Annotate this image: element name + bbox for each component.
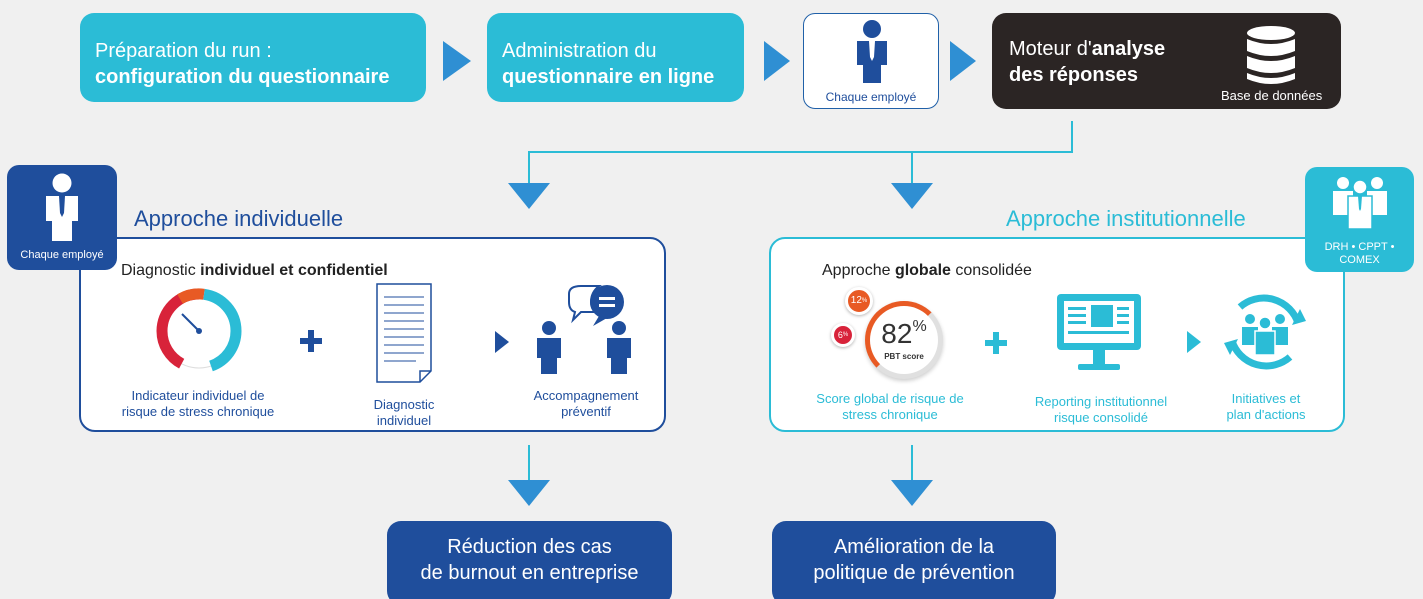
institutional-panel: Approche globale consolidée 82% PBT scor…: [769, 237, 1345, 432]
arrow-right-icon: [495, 331, 509, 353]
database-label: Base de données: [1221, 88, 1323, 103]
institutional-item3-line1: Initiatives et: [1231, 391, 1301, 406]
institutional-item2-caption: Reporting institutionnel risque consolid…: [1011, 394, 1191, 426]
person-icon: [857, 20, 887, 83]
outcome-prevention-policy: Amélioration de la politique de préventi…: [772, 521, 1056, 599]
arrow-down-icon: [891, 480, 933, 506]
score-ring: 82% PBT score: [865, 301, 943, 379]
arrow-right-icon: [764, 41, 790, 81]
individual-item1-caption: Indicateur individuel de risque de stres…: [103, 388, 293, 420]
individual-item2-line2: individuel: [376, 413, 432, 428]
institutional-item1-caption: Score global de risque de stress chroniq…: [795, 391, 985, 423]
bubble1-value: 12: [850, 295, 862, 306]
individual-item3-line2: préventif: [561, 404, 611, 419]
institutional-title: Approche institutionnelle: [1006, 206, 1246, 231]
score-bubble-12: 12%: [845, 287, 873, 315]
institutional-subtitle-prefix: Approche: [822, 262, 895, 279]
individual-badge-label: Chaque employé: [20, 249, 104, 261]
conversation-icon: [537, 285, 631, 374]
individual-title: Approche individuelle: [134, 206, 344, 231]
document-icon: [376, 283, 432, 383]
institutional-item1-line2: stress chronique: [842, 407, 938, 422]
outcome-left-line1: Réduction des cas: [447, 536, 612, 558]
bubble1-unit: %: [861, 298, 868, 304]
connector: [1071, 121, 1073, 152]
employee-step-box: Chaque employé: [803, 13, 939, 109]
institutional-item1-line1: Score global de risque de: [816, 391, 964, 406]
institutional-subtitle-bold: globale: [894, 262, 951, 279]
institutional-badge-line2: COMEX: [1339, 254, 1380, 266]
engine-line1: Moteur d'analyse: [1009, 36, 1341, 62]
connector: [911, 151, 913, 183]
arrow-right-icon: [950, 41, 976, 81]
connector: [528, 151, 1073, 153]
step-administration: Administration du questionnaire en ligne: [487, 13, 744, 102]
step-preparation-line2: configuration du questionnaire: [95, 66, 390, 88]
individual-subtitle-prefix: Diagnostic: [121, 262, 201, 279]
outcome-right-line2: politique de prévention: [813, 562, 1015, 584]
connector: [528, 445, 530, 480]
step-administration-line2: questionnaire en ligne: [502, 66, 715, 88]
individual-subtitle-bold: individuel et confidentiel: [200, 262, 388, 279]
institutional-item3-line2: plan d'actions: [1226, 407, 1306, 422]
individual-item1-line1: Indicateur individuel de: [131, 388, 265, 403]
institutional-subtitle-suffix: consolidée: [950, 262, 1032, 279]
monitor-report-icon: [1057, 294, 1141, 370]
plus-icon: [985, 332, 1007, 354]
bubble2-value: 6: [837, 330, 843, 340]
individual-item3-line1: Accompagnement: [533, 388, 639, 403]
individual-item2-caption: Diagnostic individuel: [339, 397, 469, 429]
institutional-item2-line1: Reporting institutionnel: [1034, 394, 1168, 409]
outcome-right-line1: Amélioration de la: [833, 536, 995, 558]
arrow-right-icon: [1187, 331, 1201, 353]
outcome-burnout-reduction: Réduction des cas de burnout en entrepri…: [387, 521, 672, 599]
connector: [528, 151, 530, 183]
score-number: 82: [881, 318, 913, 349]
score-bubble-6: 6%: [831, 323, 855, 347]
individual-badge: Chaque employé: [7, 165, 117, 270]
database-icon: [1247, 26, 1295, 84]
outcome-left-line2: de burnout en entreprise: [420, 562, 639, 584]
step-preparation-line1: Préparation du run :: [95, 40, 272, 62]
individual-item1-line2: risque de stress chronique: [121, 404, 275, 419]
step-administration-line1: Administration du: [502, 40, 657, 62]
person-icon: [46, 173, 78, 241]
analysis-engine: Moteur d'analyse des réponses Base de do…: [992, 13, 1341, 109]
team-cycle-icon: [1224, 294, 1306, 370]
engine-line1-bold: analyse: [1091, 38, 1166, 60]
score-unit: %: [912, 318, 927, 335]
institutional-item2-line2: risque consolidé: [1054, 410, 1148, 425]
individual-subtitle: Diagnostic individuel et confidentiel: [121, 262, 388, 280]
score-value: 82%: [870, 318, 938, 350]
connector: [911, 445, 913, 480]
arrow-down-icon: [508, 480, 550, 506]
score-label: PBT score: [884, 352, 924, 361]
engine-line1-prefix: Moteur d': [1009, 38, 1092, 60]
institutional-badge-line1: DRH • CPPT •: [1324, 241, 1395, 253]
plus-icon: [300, 330, 322, 352]
individual-item2-line1: Diagnostic: [373, 397, 435, 412]
team-icon: [1333, 177, 1387, 230]
arrow-down-icon: [891, 183, 933, 209]
arrow-right-icon: [443, 41, 471, 81]
arrow-down-icon: [508, 183, 550, 209]
individual-panel: Diagnostic individuel et confidentiel In…: [79, 237, 666, 432]
institutional-badge: DRH • CPPT • COMEX: [1305, 167, 1414, 272]
stress-gauge-icon: [156, 288, 242, 374]
engine-line2: des réponses: [1009, 64, 1138, 86]
bubble2-unit: %: [842, 332, 849, 338]
individual-item3-caption: Accompagnement préventif: [511, 388, 661, 420]
employee-label: Chaque employé: [825, 90, 917, 104]
step-preparation: Préparation du run : configuration du qu…: [80, 13, 426, 102]
institutional-item3-caption: Initiatives et plan d'actions: [1201, 391, 1331, 423]
institutional-subtitle: Approche globale consolidée: [822, 262, 1032, 280]
